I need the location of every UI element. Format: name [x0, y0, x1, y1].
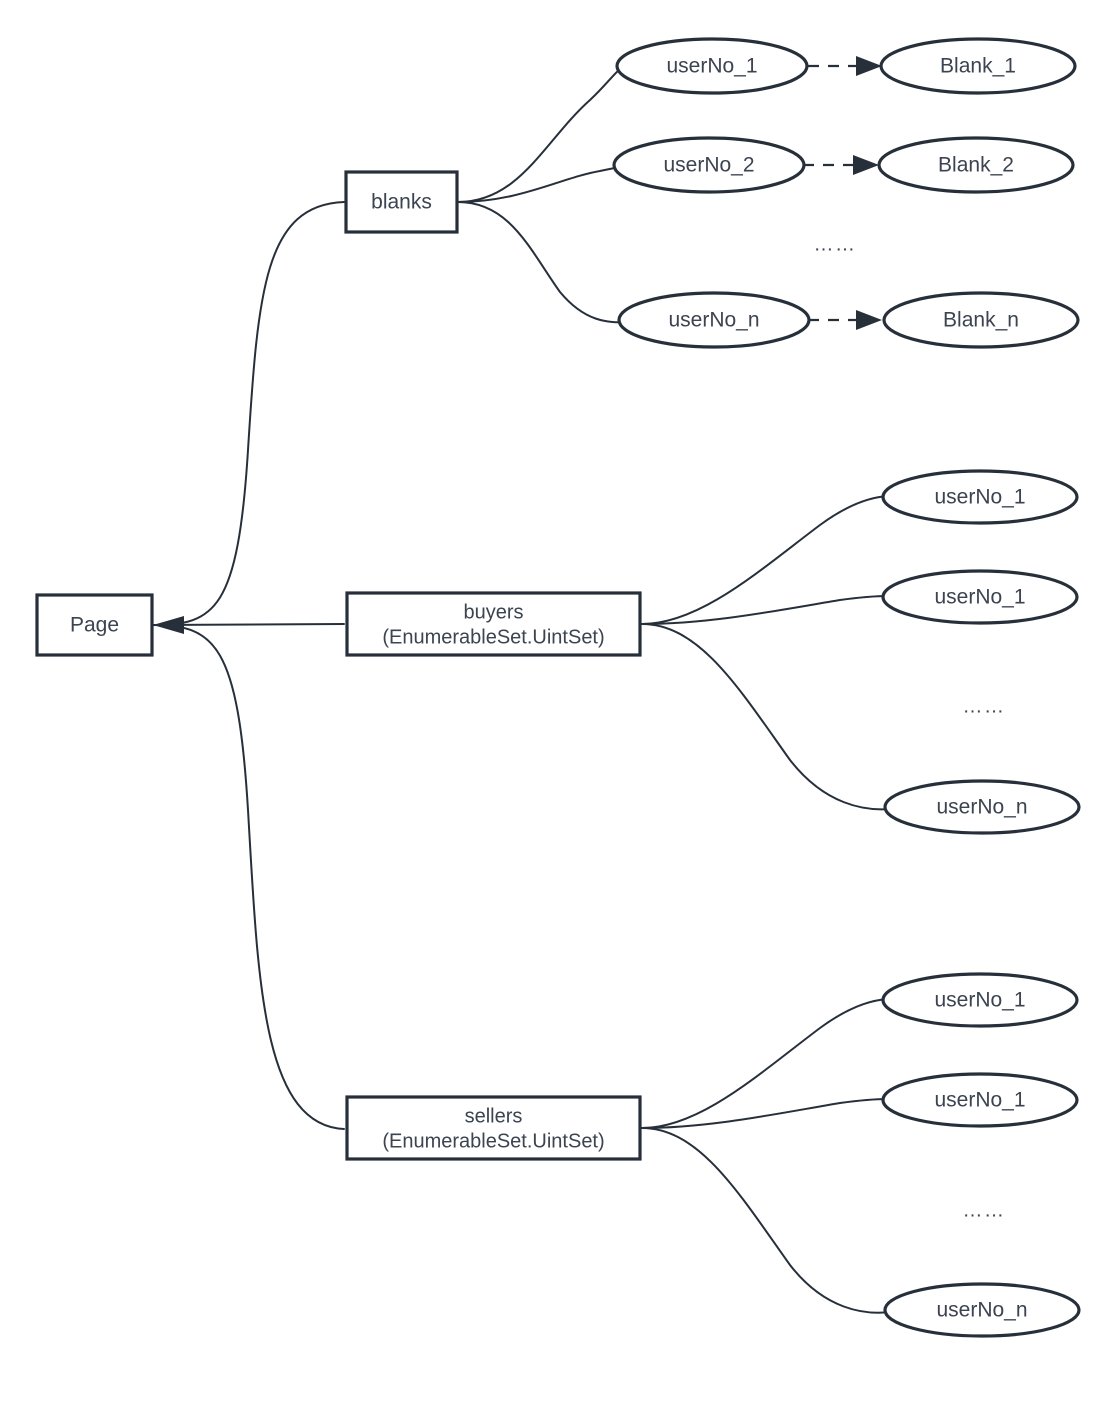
node-blanks-userno-n-label: userNo_n [668, 309, 759, 332]
arrowhead-blank-2 [853, 155, 879, 175]
node-blanks-label: blanks [371, 191, 432, 214]
node-sellers[interactable]: sellers (EnumerableSet.UintSet) [345, 1095, 642, 1161]
node-sellers-userno-1[interactable]: userNo_1 [881, 972, 1079, 1028]
ellipsis-sellers: …… [963, 1199, 1006, 1221]
node-buyers-shape[interactable] [345, 591, 642, 657]
node-blanks[interactable]: blanks [344, 170, 459, 234]
node-blank-1-label: Blank_1 [940, 55, 1016, 78]
node-blanks-userno-1-shape[interactable] [615, 37, 809, 95]
node-sellers-userno-2-label: userNo_1 [934, 1089, 1025, 1112]
node-buyers-userno-1-shape[interactable] [881, 469, 1079, 525]
node-buyers-userno-n-shape[interactable] [883, 779, 1081, 835]
node-buyers[interactable]: buyers (EnumerableSet.UintSet) [345, 591, 642, 657]
node-sellers-label: sellers [465, 1105, 523, 1127]
node-buyers-userno-1-label: userNo_1 [934, 486, 1025, 509]
edge-buyers-to-userno-2 [641, 595, 889, 625]
node-blank-1-shape[interactable] [879, 37, 1077, 95]
edge-group-buyers-children [641, 495, 891, 811]
node-sellers-userno-2-shape[interactable] [881, 1072, 1079, 1128]
arrowhead-blank-1 [856, 56, 882, 76]
edge-buyers-to-userno-n [641, 623, 891, 811]
edge-group-sellers-children [641, 998, 891, 1314]
node-sellers-sublabel: (EnumerableSet.UintSet) [382, 1130, 604, 1152]
node-sellers-shape[interactable] [345, 1095, 642, 1161]
node-blanks-userno-2[interactable]: userNo_2 [612, 136, 806, 194]
node-sellers-userno-n[interactable]: userNo_n [883, 1282, 1081, 1338]
node-blanks-userno-1[interactable]: userNo_1 [615, 37, 809, 95]
node-page-label: Page [70, 614, 119, 637]
node-buyers-userno-2[interactable]: userNo_1 [881, 569, 1079, 625]
edge-blanks-to-userno-2 [457, 165, 627, 203]
arrowhead-page-incoming [153, 616, 184, 634]
edge-group-blanks-children [457, 68, 629, 324]
node-blanks-shape[interactable] [344, 170, 459, 234]
edge-group-page-to-branches [152, 201, 345, 1130]
node-blank-2[interactable]: Blank_2 [877, 136, 1075, 194]
node-sellers-userno-2[interactable]: userNo_1 [881, 1072, 1079, 1128]
node-blank-2-label: Blank_2 [938, 154, 1014, 177]
edge-buyers-to-userno-1 [641, 495, 889, 625]
node-buyers-userno-n[interactable]: userNo_n [883, 779, 1081, 835]
node-blanks-userno-2-shape[interactable] [612, 136, 806, 194]
node-buyers-sublabel: (EnumerableSet.UintSet) [382, 626, 604, 648]
node-sellers-userno-n-label: userNo_n [936, 1299, 1027, 1322]
node-page-shape[interactable] [35, 593, 154, 657]
node-page[interactable]: Page [35, 593, 154, 657]
arrowhead-blank-n [856, 310, 882, 330]
node-sellers-userno-n-shape[interactable] [883, 1282, 1081, 1338]
node-blanks-userno-1-label: userNo_1 [666, 55, 757, 78]
node-buyers-userno-2-shape[interactable] [881, 569, 1079, 625]
node-sellers-userno-1-label: userNo_1 [934, 989, 1025, 1012]
node-blank-n-label: Blank_n [943, 309, 1019, 332]
edge-group-blanks-dashed [803, 56, 882, 330]
edge-page-to-blanks [152, 201, 345, 626]
node-buyers-userno-n-label: userNo_n [936, 796, 1027, 819]
edge-page-to-buyers [152, 623, 345, 626]
node-sellers-userno-1-shape[interactable] [881, 972, 1079, 1028]
node-buyers-userno-2-label: userNo_1 [934, 586, 1025, 609]
node-blank-n[interactable]: Blank_n [882, 291, 1080, 349]
edge-sellers-to-userno-2 [641, 1098, 889, 1129]
ellipsis-buyers: …… [963, 695, 1006, 717]
edge-blanks-to-userno-1 [457, 68, 621, 203]
edge-blanks-to-userno-n [457, 201, 629, 324]
edge-page-to-sellers [152, 624, 345, 1130]
ellipsis-blanks: …… [814, 233, 857, 255]
node-buyers-userno-1[interactable]: userNo_1 [881, 469, 1079, 525]
edge-sellers-to-userno-1 [641, 998, 889, 1129]
edge-sellers-to-userno-n [641, 1127, 891, 1314]
node-blanks-userno-n[interactable]: userNo_n [617, 291, 811, 349]
node-blank-n-shape[interactable] [882, 291, 1080, 349]
node-blanks-userno-n-shape[interactable] [617, 291, 811, 349]
node-blank-2-shape[interactable] [877, 136, 1075, 194]
node-buyers-label: buyers [463, 601, 523, 623]
node-blanks-userno-2-label: userNo_2 [663, 154, 754, 177]
node-blank-1[interactable]: Blank_1 [879, 37, 1077, 95]
